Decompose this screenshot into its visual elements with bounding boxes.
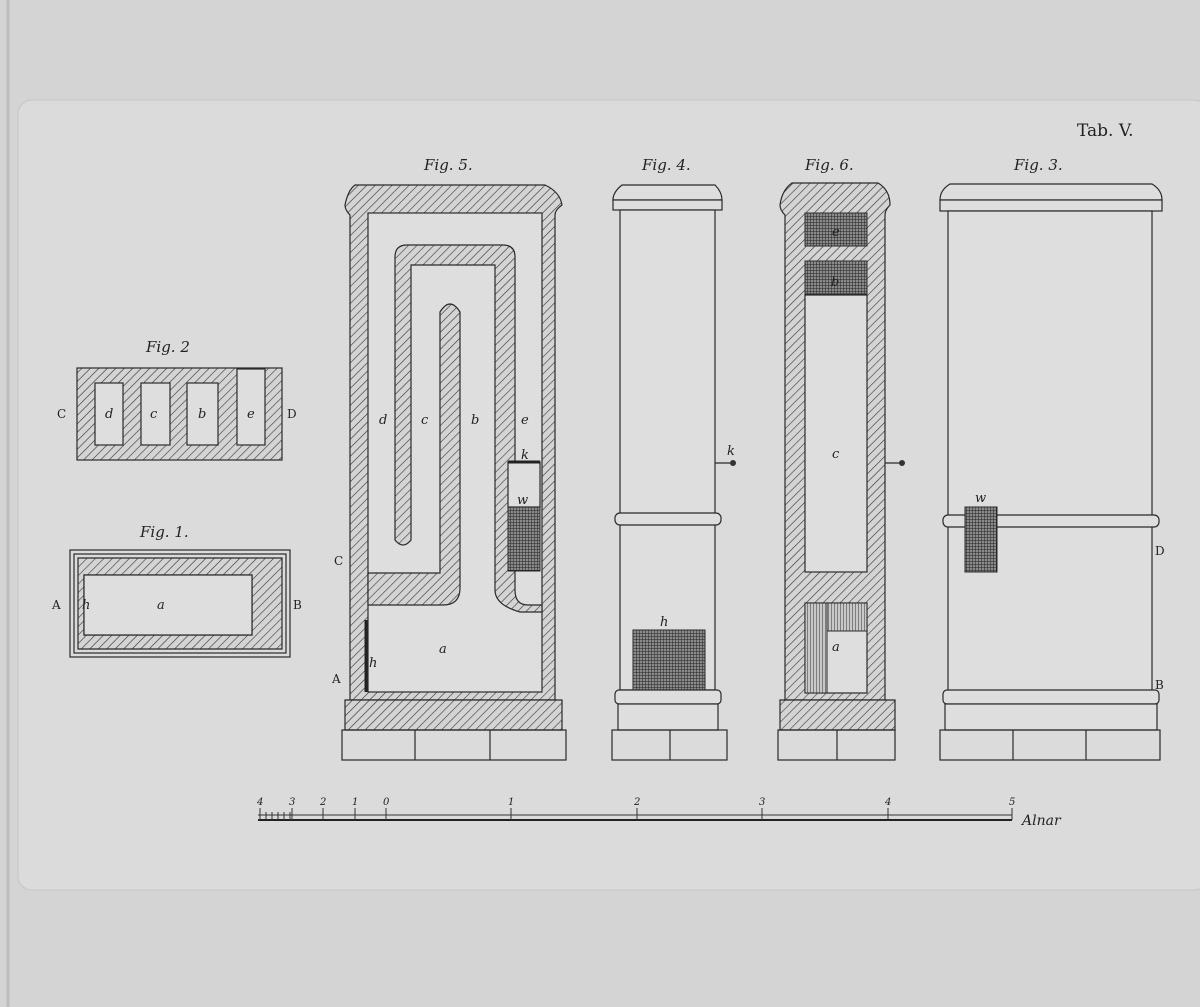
label-h: h bbox=[660, 615, 668, 630]
label-e: e bbox=[521, 413, 529, 428]
scale-tick-label: 2 bbox=[633, 797, 640, 808]
label-a: a bbox=[832, 640, 840, 655]
plate-title: Tab. V. bbox=[1077, 121, 1134, 141]
fig-4-caption: Fig. 4. bbox=[641, 156, 691, 174]
scale-tick-label: 1 bbox=[352, 797, 358, 808]
label-d: d bbox=[105, 407, 113, 422]
scale-tick-label: 4 bbox=[884, 797, 891, 808]
label-C: C bbox=[334, 554, 343, 568]
label-B: B bbox=[1155, 678, 1164, 692]
label-c: c bbox=[150, 407, 158, 422]
fig-5-caption: Fig. 5. bbox=[423, 156, 473, 174]
fig-1-caption: Fig. 1. bbox=[139, 523, 189, 541]
label-B: B bbox=[293, 598, 302, 612]
label-a: a bbox=[439, 642, 447, 657]
fig-1: Fig. 1. A h a B bbox=[51, 523, 302, 658]
label-D: D bbox=[287, 407, 297, 421]
label-c: c bbox=[832, 447, 840, 462]
label-e: e bbox=[247, 407, 255, 422]
scale-tick-label: 3 bbox=[759, 797, 765, 808]
label-c: c bbox=[421, 413, 429, 428]
label-A: A bbox=[51, 598, 61, 612]
label-b: b bbox=[471, 413, 479, 428]
label-d: d bbox=[379, 413, 387, 428]
fig-5: Fig. 5. d c b e k w a h C A bbox=[331, 156, 567, 761]
fig-6-caption: Fig. 6. bbox=[804, 156, 854, 174]
scale-tick-label: 5 bbox=[1009, 797, 1015, 808]
label-k: k bbox=[521, 448, 529, 463]
label-a: a bbox=[157, 598, 165, 613]
scale-tick-label: 4 bbox=[256, 797, 263, 808]
label-e: e bbox=[832, 225, 840, 240]
scale-unit: Alnar bbox=[1020, 813, 1062, 829]
label-k: k bbox=[727, 444, 735, 459]
label-C: C bbox=[57, 407, 66, 421]
fig-2-caption: Fig. 2 bbox=[145, 338, 190, 356]
fig-3-caption: Fig. 3. bbox=[1013, 156, 1063, 174]
label-w: w bbox=[517, 493, 528, 508]
label-b: b bbox=[831, 275, 839, 290]
label-b: b bbox=[198, 407, 206, 422]
label-h: h bbox=[82, 598, 90, 613]
scale-tick-label: 0 bbox=[383, 797, 390, 808]
fig-3: Fig. 3. w D B bbox=[939, 156, 1165, 761]
label-h: h bbox=[369, 656, 377, 671]
fig-4: Fig. 4. k h bbox=[611, 156, 736, 761]
scale-bar: 4 3 2 1 0 1 2 3 4 5 Alnar bbox=[256, 797, 1062, 829]
label-A: A bbox=[331, 672, 341, 686]
fig-2: Fig. 2 C D d c b e bbox=[57, 338, 297, 461]
label-w: w bbox=[975, 491, 986, 506]
scale-tick-label: 3 bbox=[289, 797, 295, 808]
fig-6: Fig. 6. e b c a bbox=[777, 156, 905, 761]
scale-tick-label: 2 bbox=[319, 797, 326, 808]
label-D: D bbox=[1155, 544, 1165, 558]
plate-mark bbox=[17, 99, 1200, 891]
scale-tick-label: 1 bbox=[508, 797, 514, 808]
